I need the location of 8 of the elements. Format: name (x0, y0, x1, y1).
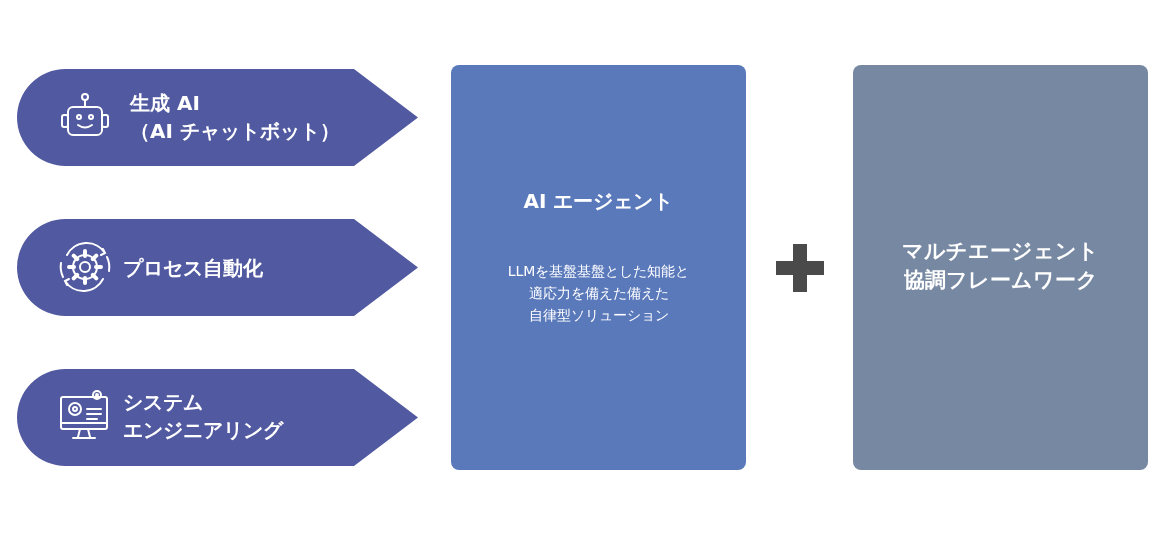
box-title: プロセス自動化 (123, 255, 263, 282)
box-description: LLMを基盤基盤とした知能と適応力を備えた備えた自律型ソリューション (506, 262, 691, 325)
box-title: マルチエージェント協調フレームワーク (901, 238, 1100, 294)
box-title: AI エージェント (522, 188, 675, 215)
box-title: システムエンジニアリング (123, 389, 283, 444)
box-title: 生成 AI（AI チャットボット） (130, 90, 340, 145)
panel-box (853, 65, 1148, 470)
panel-box (451, 65, 746, 470)
